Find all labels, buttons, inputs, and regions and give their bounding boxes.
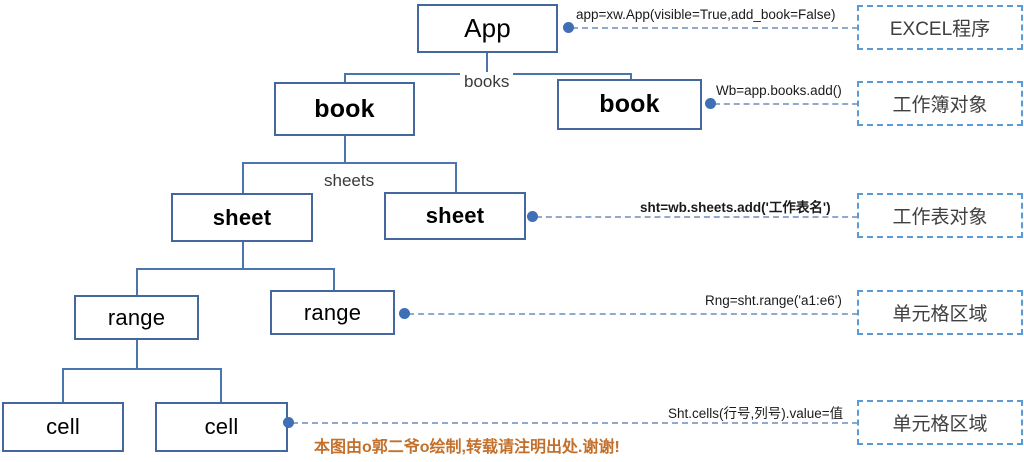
node-sheet-1[interactable]: sheet [171,193,313,242]
connector-to-sheet2 [455,162,457,194]
callout-code-range: Rng=sht.range('a1:e6') [705,293,842,308]
connector-range1-down [136,339,138,369]
node-range-1-label: range [107,304,166,330]
desc-box-sheet: 工作表对象 [857,193,1023,238]
connector-to-range1 [136,268,138,296]
watermark-credit-text: 本图由o郭二爷o绘制,转载请注明出处.谢谢! [314,439,620,456]
node-book-2-label: book [599,90,660,118]
desc-box-sheet-text: 工作表对象 [892,207,988,228]
node-book-1[interactable]: book [274,82,415,136]
callout-leader-book [714,103,858,105]
node-book-1-label: book [314,94,375,123]
callout-leader-cell [292,422,858,424]
callout-dot-app[interactable] [563,22,574,33]
node-range-1[interactable]: range [74,295,199,340]
edge-label-sheets-text: sheets [324,171,375,190]
desc-box-cell: 单元格区域 [857,400,1023,445]
desc-box-book-text: 工作簿对象 [892,95,988,116]
connector-ranges-bus [136,268,334,270]
node-app-label: App [464,13,511,43]
desc-box-range: 单元格区域 [857,290,1023,335]
connector-sheet1-down [242,241,244,269]
callout-leader-range [408,313,858,315]
connector-sheets-bus [242,162,456,164]
desc-box-book: 工作簿对象 [857,81,1023,126]
desc-box-cell-text: 单元格区域 [892,414,988,435]
node-cell-2[interactable]: cell [155,402,288,452]
callout-leader-app [572,27,858,29]
node-cell-2-label: cell [204,414,239,439]
callout-code-app-text: app=xw.App(visible=True,add_book=False) [576,7,836,22]
connector-book1-down [344,135,346,163]
edge-label-sheets: sheets [320,171,379,191]
node-cell-1-label: cell [46,414,80,439]
callout-dot-sheet[interactable] [527,211,538,222]
callout-dot-cell[interactable] [283,417,294,428]
callout-leader-sheet [536,216,858,218]
callout-code-range-text: Rng=sht.range('a1:e6') [705,293,842,308]
callout-dot-range[interactable] [399,308,410,319]
callout-code-book: Wb=app.books.add() [716,83,842,98]
callout-code-cell-text: Sht.cells(行号,列号).value=值 [668,406,844,421]
connector-to-sheet1 [242,162,244,194]
node-app[interactable]: App [417,4,558,53]
connector-app-down [486,52,488,74]
callout-dot-book[interactable] [705,98,716,109]
connector-to-book2 [630,73,632,83]
edge-label-books: books [460,72,514,92]
callout-code-app: app=xw.App(visible=True,add_book=False) [576,7,836,22]
connector-cells-bus [62,368,221,370]
edge-label-books-text: books [464,72,510,91]
desc-box-app-text: EXCEL程序 [889,19,991,40]
callout-code-cell: Sht.cells(行号,列号).value=值 [668,402,843,422]
desc-box-app: EXCEL程序 [857,5,1023,50]
node-range-2-label: range [303,299,362,325]
node-sheet-1-label: sheet [212,204,272,230]
callout-code-book-text: Wb=app.books.add() [716,83,842,98]
connector-to-book1 [344,73,346,85]
connector-to-cell1 [62,368,64,402]
node-range-2[interactable]: range [270,290,395,335]
desc-box-range-text: 单元格区域 [892,304,988,325]
watermark-credit: 本图由o郭二爷o绘制,转载请注明出处.谢谢! [314,433,620,457]
node-sheet-2-label: sheet [425,203,485,228]
callout-code-sheet-text: sht=wb.sheets.add('工作表名') [640,200,831,215]
callout-code-sheet: sht=wb.sheets.add('工作表名') [640,196,831,216]
connector-to-cell2 [220,368,222,402]
node-cell-1[interactable]: cell [2,402,124,452]
connector-to-range2 [333,268,335,290]
node-sheet-2[interactable]: sheet [384,192,526,240]
node-book-2[interactable]: book [557,79,702,130]
